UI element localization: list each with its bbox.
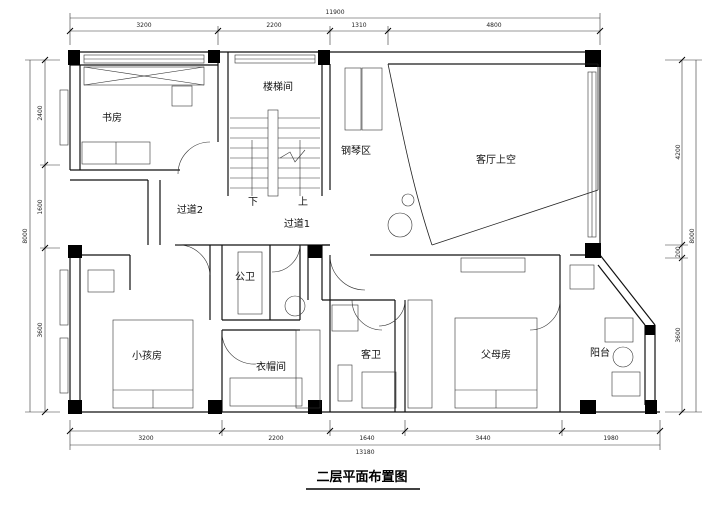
dim-bottom-5: 1980 — [603, 435, 618, 442]
room-label-balcony: 阳台 — [590, 346, 610, 359]
walls — [69, 51, 660, 413]
dim-bottom-3: 1640 — [359, 435, 374, 442]
dim-top-2: 2200 — [266, 22, 281, 29]
dim-left-3: 3600 — [37, 322, 44, 337]
dim-left-1: 2400 — [37, 105, 44, 120]
dimension-lines — [25, 13, 702, 450]
stair-label-up: 上 — [298, 196, 308, 208]
dim-bottom-total: 13180 — [355, 449, 374, 456]
dim-top-4: 4800 — [486, 22, 501, 29]
door-swings — [174, 141, 561, 365]
room-label-public-bath: 公卫 — [235, 272, 255, 283]
plan-title: 二层平面布置图 — [316, 469, 407, 485]
dim-right-1: 4200 — [675, 144, 682, 159]
dim-right-2: 200 — [675, 246, 682, 258]
dimension-ticks — [41, 27, 686, 435]
room-label-stairwell: 楼梯间 — [263, 80, 293, 93]
room-label-kids-room: 小孩房 — [132, 349, 162, 362]
room-label-piano-area: 钢琴区 — [341, 144, 371, 157]
room-label-corridor-2: 过道2 — [177, 203, 203, 216]
dim-bottom-2: 2200 — [268, 435, 283, 442]
room-label-corridor-1: 过道1 — [284, 217, 310, 230]
void-outline — [387, 63, 599, 246]
room-label-cloakroom: 衣帽间 — [256, 360, 286, 373]
dim-right-total: 8000 — [689, 228, 696, 243]
room-label-guest-bath: 客卫 — [361, 348, 381, 361]
columns — [68, 50, 657, 414]
dim-left-2: 1600 — [37, 199, 44, 214]
furniture — [81, 66, 641, 409]
room-label-living-void: 客厅上空 — [476, 153, 516, 166]
stairs — [230, 109, 320, 197]
room-label-study: 书房 — [102, 111, 122, 124]
dim-top-total: 11900 — [325, 9, 344, 16]
dim-bottom-1: 3200 — [138, 435, 153, 442]
room-label-master-room: 父母房 — [481, 348, 511, 361]
dim-right-3: 3600 — [675, 327, 682, 342]
windows — [59, 54, 597, 394]
dim-bottom-4: 3440 — [475, 435, 490, 442]
stair-label-down: 下 — [248, 197, 258, 208]
dim-left-total: 8000 — [22, 228, 29, 243]
dim-top-1: 3200 — [136, 22, 151, 29]
dim-top-3: 1310 — [351, 22, 366, 29]
